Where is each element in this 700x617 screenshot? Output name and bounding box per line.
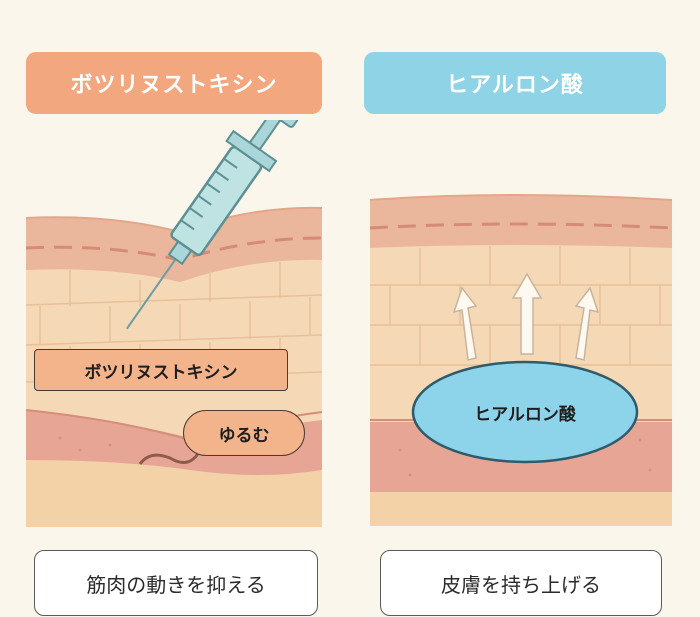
- skin-cross-section-right: [369, 194, 673, 526]
- hyaluronic-title: ヒアルロン酸: [364, 52, 666, 114]
- syringe-icon: [126, 120, 299, 330]
- botox-injection-label: ボツリヌストキシン: [34, 349, 288, 391]
- skin-layers: [369, 194, 673, 526]
- hyaluronic-filler-icon: [411, 360, 639, 464]
- botox-title: ボツリヌストキシン: [26, 52, 322, 114]
- muscle-fiber: [138, 449, 202, 465]
- skin-cross-section-left: [25, 120, 323, 527]
- hyaluronic-caption: 皮膚を持ち上げる: [380, 550, 662, 616]
- hyaluronic-panel: ヒアルロン酸: [350, 0, 700, 617]
- filler-label: ヒアルロン酸: [474, 404, 576, 425]
- botox-caption: 筋肉の動きを抑える: [34, 550, 318, 616]
- lift-arrows-icon: [452, 272, 600, 361]
- relax-label: ゆるむ: [183, 410, 305, 456]
- botox-panel: ボツリヌストキシン: [25, 52, 323, 616]
